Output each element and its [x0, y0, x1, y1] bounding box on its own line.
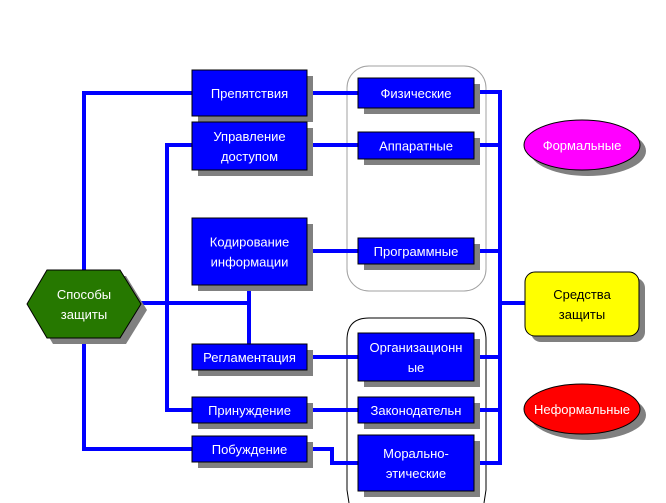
box-body — [191, 69, 308, 117]
box-body — [191, 435, 308, 463]
box-body — [357, 396, 475, 424]
node-label: Программные — [374, 244, 459, 259]
means-box-fizicheskie[interactable]: Физические — [357, 77, 480, 114]
formal-means-group — [346, 65, 487, 292]
ellipse-body — [523, 383, 641, 435]
node-label: Аппаратные — [379, 139, 453, 154]
means-box-moralno[interactable]: Морально-этические — [357, 434, 480, 497]
connector-bus-upravlenie-prinuzhdenie — [165, 143, 192, 412]
informal-means-group — [346, 317, 487, 503]
box-body — [191, 217, 308, 286]
means-box-apparatnye[interactable]: Аппаратные — [357, 131, 480, 165]
node-label: Морально- — [383, 446, 449, 461]
node-label: информации — [211, 255, 289, 270]
box-body — [357, 77, 475, 109]
connectors — [82, 90, 525, 465]
node-label: Управление — [213, 129, 285, 144]
category-label: Неформальные — [534, 402, 630, 417]
method-box-prepyatstviya[interactable]: Препятствия — [191, 69, 313, 122]
node-label: Принуждение — [208, 403, 291, 418]
connector-pobuzhdenie-moralno — [307, 447, 358, 465]
method-box-reglamentaciya[interactable]: Регламентация — [191, 343, 313, 376]
method-box-prinuzhdenie[interactable]: Принуждение — [191, 396, 313, 429]
box-body — [357, 237, 475, 265]
node-label: Кодирование — [210, 235, 290, 250]
target-node-sredstva[interactable]: Средства защиты — [524, 271, 645, 342]
method-box-upravlenie[interactable]: Управление доступом — [191, 121, 313, 176]
node-label: ые — [408, 360, 425, 375]
category-label: Формальные — [543, 138, 622, 153]
box-body — [191, 343, 308, 371]
method-box-kodirovanie[interactable]: Кодирование информации — [191, 217, 313, 291]
connector-root-prepyatstviya — [82, 91, 192, 270]
method-box-pobuzhdenie[interactable]: Побуждение — [191, 435, 313, 468]
node-label: защиты — [559, 307, 605, 322]
connector-root-pobuzhdenie — [82, 338, 192, 451]
node-label: Законодательн — [371, 403, 462, 418]
node-label: Средства — [553, 287, 611, 302]
means-box-zakonodatelnye[interactable]: Законодательн — [357, 396, 480, 429]
node-label: защиты — [61, 307, 107, 322]
box-body — [191, 121, 308, 171]
box-body — [191, 396, 308, 424]
box-body — [357, 131, 475, 160]
target-body — [524, 271, 640, 337]
connector-means-bus — [474, 90, 502, 465]
means-box-organizacionnye[interactable]: Организационн ые — [357, 332, 480, 387]
node-label: этические — [386, 466, 446, 481]
root-node-sposoby[interactable]: Способы защиты — [26, 269, 147, 344]
box-body — [357, 332, 475, 382]
node-label: Организационн — [370, 340, 463, 355]
node-label: Побуждение — [212, 442, 288, 457]
node-label: Способы — [57, 287, 111, 302]
category-neformalnye[interactable]: Неформальные — [523, 383, 646, 440]
category-formalnye[interactable]: Формальные — [523, 119, 646, 176]
ellipse-body — [523, 119, 641, 171]
node-label: Препятствия — [211, 86, 288, 101]
node-label: Регламентация — [203, 350, 296, 365]
means-box-programmnye[interactable]: Программные — [357, 237, 480, 270]
box-body — [357, 434, 475, 492]
node-label: Физические — [380, 86, 451, 101]
hexagon-body — [26, 269, 142, 339]
node-label: доступом — [221, 149, 278, 164]
